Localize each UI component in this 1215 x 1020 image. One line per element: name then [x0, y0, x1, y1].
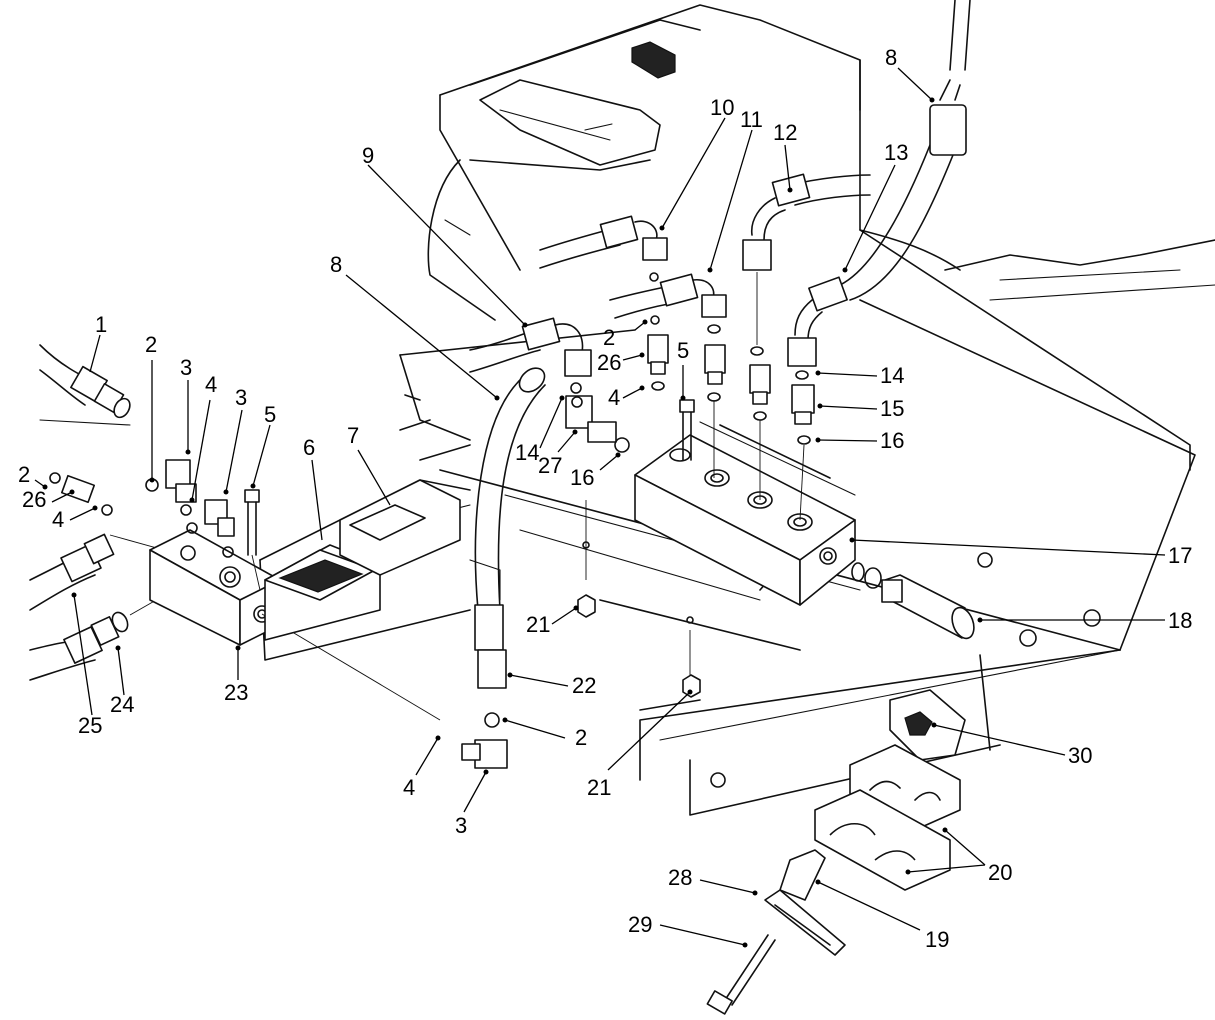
callout-labels: 1 2 2 2 2 3 3 3 4 4 4 4 5 5 6 7 8 8 9 10…: [18, 45, 1192, 952]
callout-26: 26: [22, 487, 46, 512]
callout-18: 18: [1168, 608, 1192, 633]
callout-26: 26: [597, 350, 621, 375]
machine-frame: [259, 4, 1215, 816]
upper-right-hoses: [539, 0, 971, 521]
callout-8: 8: [330, 252, 342, 277]
callout-29: 29: [628, 912, 652, 937]
callout-16: 16: [570, 465, 594, 490]
callout-14: 14: [880, 363, 904, 388]
left-hoses: [29, 344, 201, 681]
callout-2: 2: [603, 325, 615, 350]
center-hose: [461, 317, 701, 769]
callout-5: 5: [677, 338, 689, 363]
callout-17: 17: [1168, 543, 1192, 568]
callout-28: 28: [668, 865, 692, 890]
callout-27: 27: [538, 453, 562, 478]
callout-3: 3: [180, 355, 192, 380]
callout-5: 5: [264, 402, 276, 427]
callout-4: 4: [52, 507, 64, 532]
callout-23: 23: [224, 680, 248, 705]
callout-2: 2: [145, 332, 157, 357]
callout-16: 16: [880, 428, 904, 453]
callout-11: 11: [740, 107, 763, 132]
callout-21: 21: [587, 775, 611, 800]
hose-clamp-assembly: [706, 689, 966, 1015]
callout-10: 10: [710, 95, 734, 120]
leader-lines: [34, 67, 1166, 948]
callout-14: 14: [515, 440, 539, 465]
callout-19: 19: [925, 927, 949, 952]
callout-4: 4: [205, 372, 217, 397]
callout-20: 20: [988, 860, 1012, 885]
filter-housing: [264, 479, 461, 641]
callout-24: 24: [110, 692, 134, 717]
main-manifold-block: [634, 399, 975, 640]
callout-21: 21: [526, 612, 550, 637]
callout-4: 4: [608, 385, 620, 410]
callout-25: 25: [78, 713, 102, 738]
callout-8: 8: [885, 45, 897, 70]
callout-2: 2: [575, 725, 587, 750]
callout-4: 4: [403, 775, 415, 800]
callout-3: 3: [455, 813, 467, 838]
callout-1: 1: [95, 312, 107, 337]
callout-30: 30: [1068, 743, 1092, 768]
callout-22: 22: [572, 673, 596, 698]
callout-7: 7: [347, 423, 359, 448]
callout-9: 9: [362, 143, 374, 168]
callout-2: 2: [18, 462, 30, 487]
callout-15: 15: [880, 396, 904, 421]
callout-6: 6: [303, 435, 315, 460]
callout-12: 12: [773, 120, 797, 145]
callout-13: 13: [884, 140, 908, 165]
callout-3: 3: [235, 385, 247, 410]
